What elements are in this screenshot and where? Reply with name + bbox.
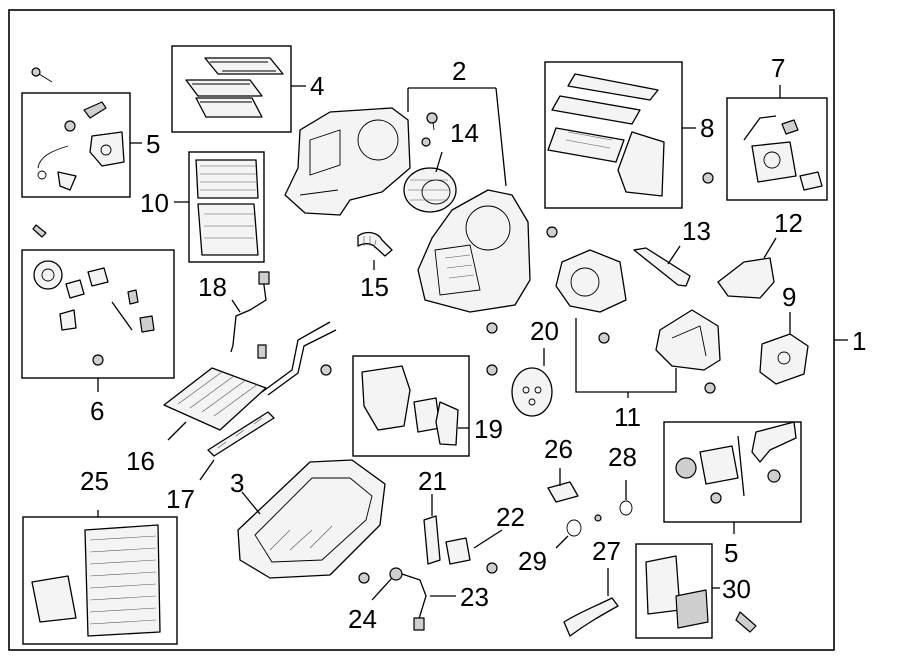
part-linkage-5-right <box>675 421 797 504</box>
box-filter-30 <box>635 543 713 639</box>
callout-7: 7 <box>771 53 785 83</box>
box-evaporator-25 <box>22 516 178 645</box>
box-linkage-5-left <box>21 92 131 198</box>
callout-29: 29 <box>518 546 547 576</box>
part-resistor-22 <box>445 537 471 565</box>
part-linkage-6 <box>33 260 155 333</box>
part-blower-wheel-14 <box>403 167 457 213</box>
part-heater-core-16 <box>163 321 337 431</box>
callout-19: 19 <box>474 414 503 444</box>
leader-lines <box>97 85 848 601</box>
callout-1: 1 <box>852 326 866 356</box>
part-drain-hose-15 <box>357 231 393 257</box>
callout-30: 30 <box>722 574 751 604</box>
callout-23: 23 <box>460 582 489 612</box>
part-pipe-27 <box>563 597 619 637</box>
part-oring-29 <box>566 519 582 537</box>
callout-5-left: 5 <box>146 129 160 159</box>
part-actuator-9 <box>759 333 809 385</box>
callout-22: 22 <box>496 502 525 532</box>
box-doors-8 <box>544 61 683 209</box>
box-filters-4 <box>171 45 292 133</box>
callout-24: 24 <box>348 604 377 634</box>
callout-15: 15 <box>360 272 389 302</box>
callout-4: 4 <box>310 71 324 101</box>
part-harness-23 <box>401 573 427 631</box>
callout-11: 11 <box>614 402 641 432</box>
callout-14: 14 <box>450 118 479 148</box>
box-case-19 <box>352 355 470 457</box>
part-doors-8 <box>547 73 665 197</box>
box-actuator-7 <box>726 97 828 201</box>
part-seal-17 <box>207 411 275 457</box>
part-plug-26 <box>547 481 579 503</box>
part-wiring-18 <box>230 271 270 353</box>
callout-3: 3 <box>230 468 244 498</box>
callout-9: 9 <box>782 282 796 312</box>
part-seal-13 <box>633 247 691 287</box>
part-cover-12 <box>717 257 775 299</box>
callout-20: 20 <box>530 316 559 346</box>
part-case-19 <box>361 365 459 446</box>
part-actuator-7 <box>743 115 823 191</box>
assembly-frame <box>8 9 835 651</box>
part-filter-30 <box>645 555 757 633</box>
callout-6: 6 <box>90 396 104 426</box>
callout-5-right: 5 <box>724 538 738 568</box>
part-bolt <box>31 67 53 238</box>
part-sensor-21 <box>423 515 441 565</box>
callout-28: 28 <box>608 442 637 472</box>
box-linkage-5-right <box>663 421 802 523</box>
callout-8: 8 <box>700 113 714 143</box>
part-case-upper-2 <box>284 107 411 216</box>
box-filter-10 <box>188 151 265 263</box>
part-evaporator-25 <box>31 524 161 637</box>
callout-2: 2 <box>452 56 466 86</box>
callout-17: 17 <box>166 484 195 514</box>
part-case-11-b <box>655 309 721 371</box>
callout-13: 13 <box>682 216 711 246</box>
part-filter-seal-4 <box>185 57 284 118</box>
callout-26: 26 <box>544 434 573 464</box>
part-filter-20 <box>511 367 553 417</box>
part-linkage-5-left <box>37 101 125 191</box>
part-screw-small <box>421 112 438 147</box>
part-filter-10 <box>195 159 259 256</box>
part-clip-24 <box>389 567 403 581</box>
callout-16: 16 <box>126 446 155 476</box>
callout-18: 18 <box>198 272 227 302</box>
callout-10: 10 <box>140 188 169 218</box>
part-case-11-a <box>555 249 627 313</box>
callout-21: 21 <box>418 466 447 496</box>
callout-27: 27 <box>592 536 621 566</box>
callout-12: 12 <box>774 208 803 238</box>
part-case-lower-2 <box>417 189 531 313</box>
part-lower-case-3 <box>237 459 386 579</box>
callout-labels: 1 2 3 4 5 5 6 7 8 9 10 11 12 13 14 15 16… <box>80 53 866 634</box>
callout-25: 25 <box>80 466 109 496</box>
part-oring-28 <box>619 500 633 516</box>
part-screws <box>92 172 716 584</box>
